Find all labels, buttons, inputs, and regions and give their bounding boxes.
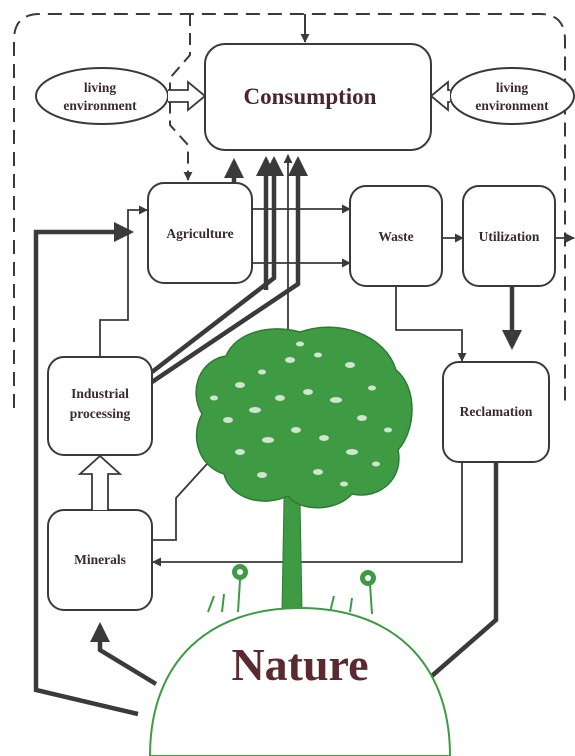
left-env-label-1: living	[84, 80, 117, 95]
arrow-nature-to-minerals	[90, 622, 158, 686]
agriculture-box	[147, 182, 253, 284]
arrow-minerals-to-industrial-open	[77, 454, 123, 510]
left-living-environment-ellipse	[35, 67, 169, 125]
arrow-reclamation-to-minerals	[152, 462, 463, 567]
agriculture-label: Agriculture	[166, 226, 233, 241]
tree-illustration	[195, 326, 413, 615]
right-env-open-arrow	[429, 80, 450, 112]
arrow-waste-to-reclamation	[395, 286, 467, 362]
arrow-reclamation-to-nature	[414, 462, 499, 691]
nature-label: Nature	[231, 639, 368, 690]
industrial-label-1: Industrial	[71, 386, 129, 401]
right-env-label-1: living	[496, 80, 529, 95]
minerals-label: Minerals	[74, 552, 126, 567]
arrow-industrial-to-agriculture	[99, 205, 148, 357]
dashed-feedback-loop	[13, 13, 566, 408]
left-env-open-arrow	[168, 80, 207, 112]
arrow-nature-to-agriculture	[33, 222, 139, 717]
arrow-minerals-to-consumption	[152, 154, 293, 541]
left-env-label-2: environment	[63, 98, 137, 113]
industrial-label-2: processing	[70, 406, 131, 421]
right-env-label-2: environment	[475, 98, 549, 113]
waste-label: Waste	[378, 229, 413, 244]
utilization-label: Utilization	[479, 229, 540, 244]
arrow-industrial-to-consumption-1	[150, 156, 284, 374]
nature-globe	[148, 606, 452, 756]
arrow-industrial-to-consumption-2	[150, 156, 308, 384]
right-living-environment-ellipse	[449, 67, 575, 125]
reclamation-label: Reclamation	[460, 404, 533, 419]
consumption-label: Consumption	[244, 84, 377, 109]
